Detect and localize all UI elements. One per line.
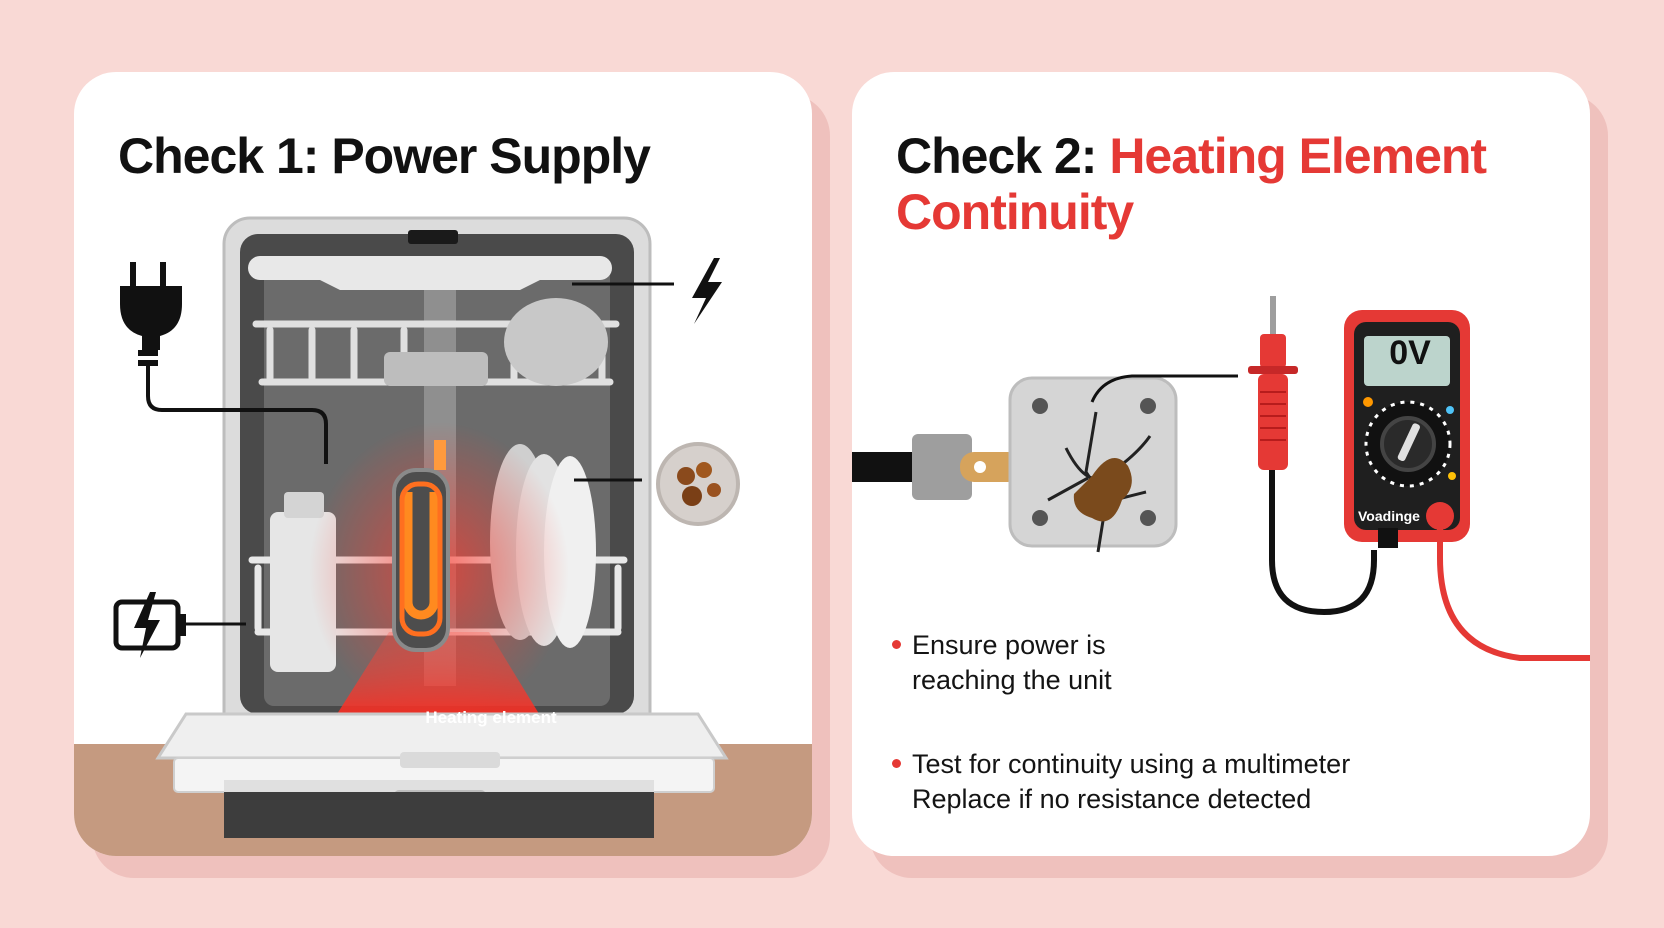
panel-2-title: Check 2: Heating Element Continuity — [896, 128, 1487, 240]
rust-spot-icon — [574, 442, 740, 526]
heating-element-terminal — [852, 374, 1238, 553]
heating-element-card: Check 2: Heating Element Continuity — [852, 72, 1590, 856]
bullet-test-continuity: Test for continuity using a multimeter R… — [892, 747, 1452, 817]
continuity-illustration — [852, 296, 1590, 661]
heating-element-label: Heating element — [425, 708, 557, 727]
battery-charging-icon — [113, 592, 246, 658]
bullet-list-2: Test for continuity using a multimeter R… — [892, 747, 1452, 817]
lightning-bolt-icon — [572, 258, 722, 324]
power-supply-card: Check 1: Power Supply — [74, 72, 812, 856]
multimeter-icon — [1344, 310, 1590, 661]
bullet-ensure-power: Ensure power is reaching the unit — [892, 628, 1212, 698]
panel-1-title: Check 1: Power Supply — [118, 128, 651, 184]
plug-icon — [120, 262, 328, 464]
test-probe-icon — [1248, 296, 1377, 616]
multimeter-brand: Voadinge — [1358, 508, 1420, 524]
multimeter-reading: 0V — [1389, 334, 1431, 372]
bullet-list-1: Ensure power is reaching the unit — [892, 628, 1212, 698]
dishwasher-illustration — [113, 216, 740, 838]
dishwasher — [155, 216, 729, 838]
